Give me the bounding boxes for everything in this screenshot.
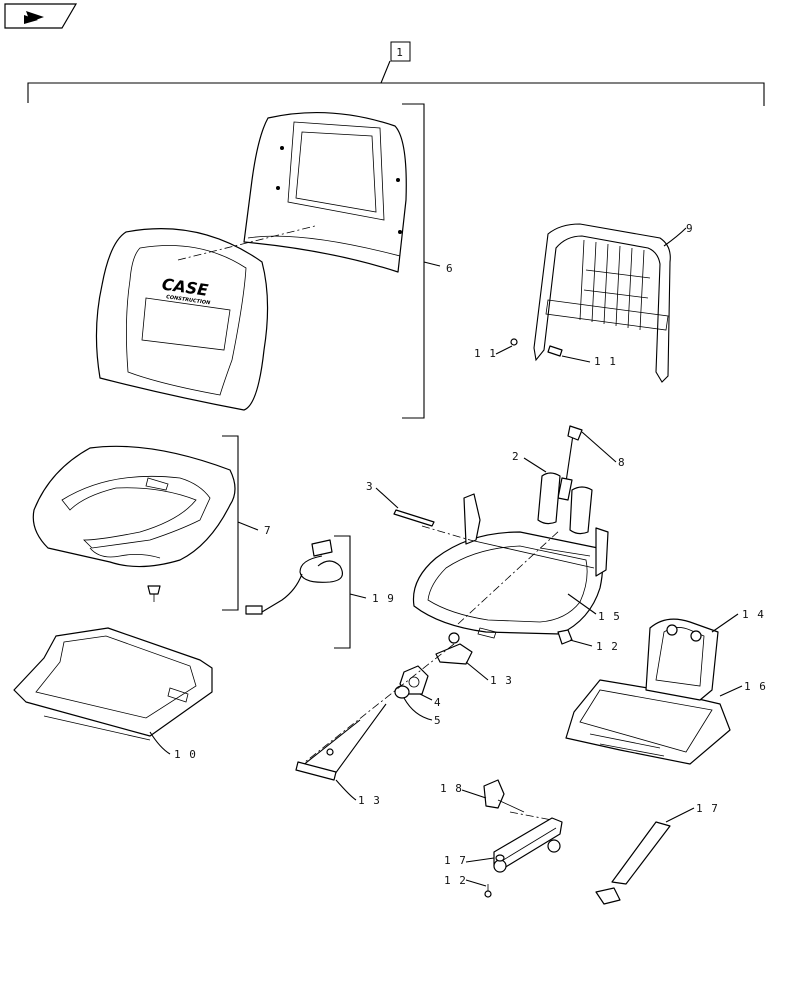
callout-18-leader: [461, 789, 487, 799]
callout-7[interactable]: 7: [264, 524, 272, 537]
callout-15-leader: [567, 593, 597, 615]
knob-part: [399, 665, 429, 695]
bracket-19: [334, 535, 367, 649]
callout-17a-leader: [465, 857, 495, 863]
back-cushion-part: CASE CONSTRUCTION: [95, 228, 269, 411]
back-cover-part: [243, 111, 407, 273]
callout-8-leader: [581, 431, 617, 463]
callout-10-leader: [149, 731, 171, 755]
lever-13-part: [435, 643, 473, 665]
callout-13b[interactable]: 1 3: [358, 794, 381, 807]
gas-spring-part: [557, 425, 583, 501]
latch-18-part: [483, 779, 525, 813]
callout-5[interactable]: 5: [434, 714, 442, 727]
assembly-callout[interactable]: 1: [390, 41, 411, 62]
callout-9[interactable]: 9: [686, 222, 694, 235]
o-ring-part: [394, 685, 410, 699]
nut-12a-part: [557, 629, 573, 645]
fastener-7-part: [147, 585, 161, 602]
callout-14[interactable]: 1 4: [742, 608, 765, 621]
callout-6[interactable]: 6: [446, 262, 454, 275]
back-arrow-icon: [24, 11, 44, 24]
wire-harness-part: [245, 539, 343, 615]
seat-pan-part: [13, 627, 213, 741]
slide-rail-right-part: [595, 821, 671, 905]
callout-12b[interactable]: 1 2: [444, 874, 467, 887]
callout-11a-leader: [495, 345, 513, 355]
callout-8[interactable]: 8: [618, 456, 626, 469]
screw-11a-part: [510, 338, 518, 346]
washer-17-part: [495, 854, 505, 862]
suspension-part: [565, 618, 731, 765]
back-cover-leader: [177, 225, 316, 261]
callout-16[interactable]: 1 6: [744, 680, 767, 693]
seat-frame-part: [412, 493, 609, 639]
callout-11b[interactable]: 1 1: [594, 355, 617, 368]
slide-rail-left-part: [493, 817, 563, 873]
washer-part: [448, 632, 460, 644]
callout-11a[interactable]: 1 1: [474, 347, 497, 360]
callout-2-leader: [523, 457, 547, 473]
callout-17b[interactable]: 1 7: [696, 802, 719, 815]
bracket-6: [402, 103, 441, 419]
bracket-7: [222, 435, 259, 611]
rod-13-part: [295, 703, 387, 781]
callout-15[interactable]: 1 5: [598, 610, 621, 623]
callout-17b-leader: [665, 807, 695, 823]
rail-axis: [509, 811, 553, 821]
callout-3-leader: [375, 487, 399, 509]
callout-12a-leader: [569, 639, 593, 647]
callout-5-leader: [403, 697, 433, 721]
frame-axis: [421, 525, 561, 625]
callout-12a[interactable]: 1 2: [596, 640, 619, 653]
callout-4[interactable]: 4: [434, 696, 442, 709]
back-button[interactable]: [4, 3, 78, 29]
seat-cushion-part: [32, 445, 236, 568]
callout-17a[interactable]: 1 7: [444, 854, 467, 867]
callout-9-leader: [663, 227, 687, 247]
callout-3[interactable]: 3: [366, 480, 374, 493]
callout-12b-leader: [465, 879, 487, 887]
callout-16-leader: [719, 685, 743, 697]
springs-part: [537, 472, 593, 535]
assembly-bracket: [27, 60, 765, 106]
callout-18[interactable]: 1 8: [440, 782, 463, 795]
callout-19[interactable]: 1 9: [372, 592, 395, 605]
callout-14-leader: [711, 613, 739, 633]
callout-13a[interactable]: 1 3: [490, 674, 513, 687]
assembly-callout-label: 1: [396, 46, 404, 59]
back-frame-part: [533, 223, 671, 383]
bolt-12-part: [484, 884, 492, 898]
callout-4-leader: [419, 693, 433, 701]
callout-11b-leader: [561, 355, 591, 363]
callout-13a-leader: [465, 661, 489, 681]
callout-10[interactable]: 1 0: [174, 748, 197, 761]
screw-11b-part: [547, 345, 563, 357]
lever-axis: [299, 643, 455, 767]
callout-13b-leader: [335, 779, 357, 801]
callout-2[interactable]: 2: [512, 450, 520, 463]
pin-part: [393, 509, 435, 527]
